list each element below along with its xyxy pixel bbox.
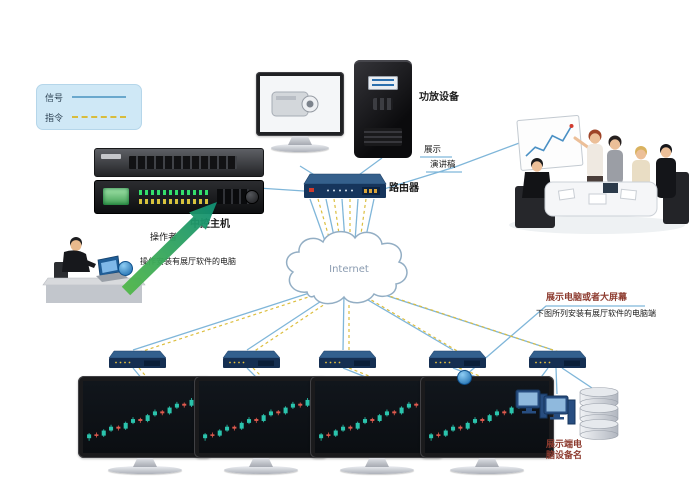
- rack-unit-bottom: [94, 180, 264, 214]
- router-device: [302, 170, 388, 202]
- monitor-base: [271, 144, 329, 152]
- terminal-label-line1: 展示端电: [546, 440, 583, 450]
- operator-body: [62, 250, 90, 272]
- meeting-scene: [505, 112, 690, 237]
- terminal-computer-2: [542, 394, 576, 432]
- rack-brand-plate: [101, 154, 121, 159]
- router-label: 路由器: [389, 183, 419, 194]
- network-switch-2: [220, 348, 280, 370]
- amplifier-device: [354, 60, 412, 158]
- monitor-screen: [260, 76, 340, 132]
- device-photo: [271, 91, 319, 117]
- whiteboard: [516, 114, 584, 171]
- network-switch-4: [426, 348, 486, 370]
- wall-note: 下图所列安装有展厅软件的电脑端: [536, 309, 656, 318]
- rack-ports-2: [217, 189, 249, 204]
- rack-unit-top: [94, 148, 264, 177]
- candlestick-chart: [87, 394, 201, 441]
- desk-front: [46, 285, 142, 303]
- terminal-computer-1: [514, 388, 548, 426]
- monitor-frame: [256, 72, 344, 136]
- rack-leds-green: [139, 190, 209, 195]
- rack-ports: [129, 156, 237, 169]
- network-switch-1: [106, 348, 166, 370]
- database-stack: [576, 384, 622, 442]
- info-dot-operator: [118, 261, 133, 276]
- desk-top: [42, 277, 146, 286]
- rack-leds-yellow: [139, 199, 209, 204]
- candlestick-chart: [203, 394, 317, 441]
- display-monitor-4: [420, 376, 554, 474]
- legend-command-label: 指令: [45, 113, 64, 124]
- operator-label: 操作者: [150, 233, 178, 243]
- display-label: 展示: [424, 145, 442, 155]
- network-switch-3: [316, 348, 376, 370]
- info-dot-wall: [457, 370, 472, 385]
- network-switch-5: [526, 348, 586, 370]
- legend-item-command: 指令: [45, 111, 133, 124]
- wall-title: 展示电脑或者大屏幕: [546, 293, 628, 303]
- monitor-stand: [288, 136, 312, 145]
- person-seated-right-2: [656, 144, 689, 224]
- speech-label: 演讲稿: [430, 160, 456, 170]
- legend: 信号 指令: [36, 84, 142, 130]
- display-monitor-1: [78, 376, 212, 474]
- rack-knob: [245, 190, 259, 204]
- amplifier-vent: [364, 128, 402, 146]
- amplifier-display: [368, 76, 398, 90]
- amplifier-keypad: [373, 98, 393, 110]
- central-control-host: [94, 148, 264, 214]
- rack-lcd: [103, 188, 129, 205]
- internet-cloud: [285, 230, 408, 305]
- internet-label: Internet: [329, 264, 369, 275]
- legend-item-signal: 信号: [45, 91, 133, 104]
- db-cylinder: [579, 419, 619, 440]
- operator-scene: [42, 232, 147, 307]
- terminal-label-line2: 脑设备名: [546, 451, 583, 462]
- signal-lines: [132, 141, 645, 395]
- display-monitor-2: [194, 376, 328, 474]
- legend-signal-label: 信号: [45, 93, 64, 104]
- signal-line-sample: [72, 96, 127, 98]
- operator-head: [70, 240, 82, 251]
- central-host-label: 中控主机: [190, 219, 230, 230]
- command-line-sample: [72, 116, 127, 118]
- presenter-monitor: [256, 72, 344, 152]
- person-seated-right-1: [632, 146, 650, 186]
- operator-note: 操作安装有展厅软件的电脑: [140, 257, 236, 266]
- amplifier-label: 功放设备: [419, 92, 459, 103]
